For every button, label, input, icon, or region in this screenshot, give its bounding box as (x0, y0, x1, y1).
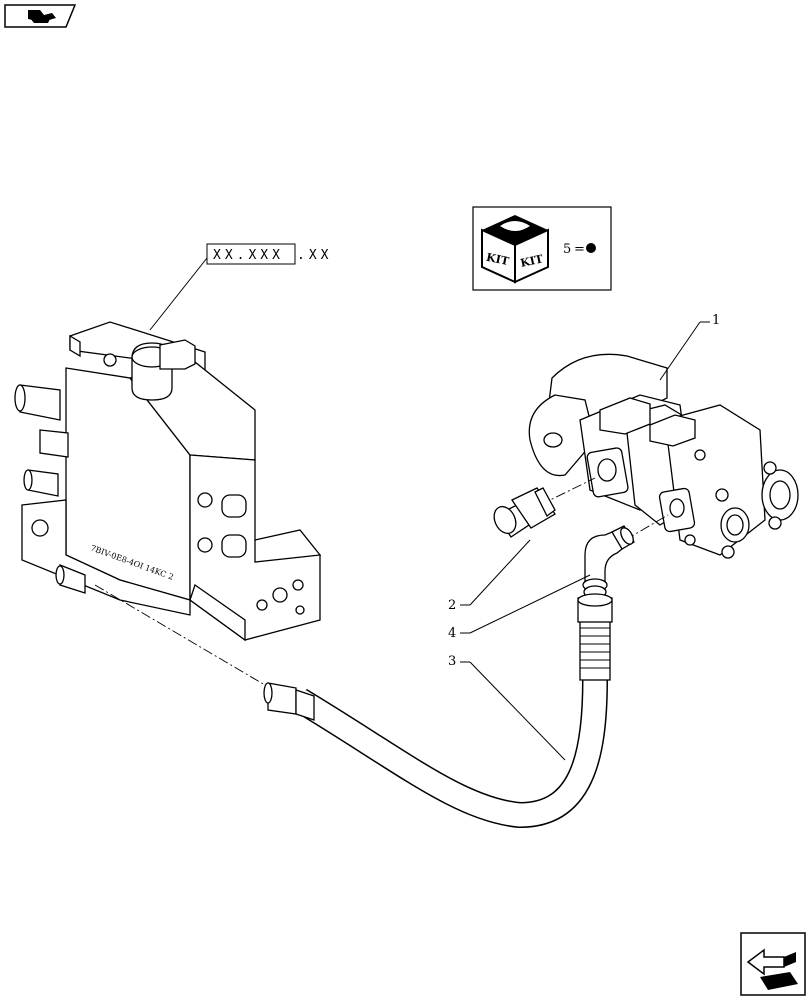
kit-label-right: KIT (519, 252, 545, 270)
callout-2: 2 (448, 539, 531, 613)
svg-text:2: 2 (448, 598, 456, 613)
reference-code-boxed: XX.XXX (213, 248, 284, 263)
reference-code: XX.XXX .XX (149, 243, 332, 331)
book-nav-icon[interactable] (4, 4, 77, 28)
hydraulic-hose (263, 593, 613, 829)
callout-4: 4 (448, 574, 591, 641)
callout-3: 3 (448, 654, 566, 761)
svg-text:4: 4 (448, 626, 456, 641)
kit-bullet (586, 243, 596, 253)
next-page-arrow-icon[interactable] (740, 932, 806, 996)
callout-1: 1 (659, 313, 720, 381)
svg-text:3: 3 (448, 654, 456, 669)
kit-item-number: 5 (563, 242, 571, 257)
control-valve: 7BIV-0E8-4OI 14KC 2 (14, 321, 322, 642)
straight-adapter (493, 487, 556, 538)
kit-legend: KIT KIT 5 = (472, 206, 612, 291)
svg-text:1: 1 (712, 313, 720, 328)
elbow-fitting (582, 525, 635, 599)
kit-equals: = (574, 242, 585, 257)
reference-code-suffix: .XX (297, 248, 332, 263)
kit-label-left: KIT (485, 251, 511, 269)
hydraulic-pump (528, 353, 799, 559)
